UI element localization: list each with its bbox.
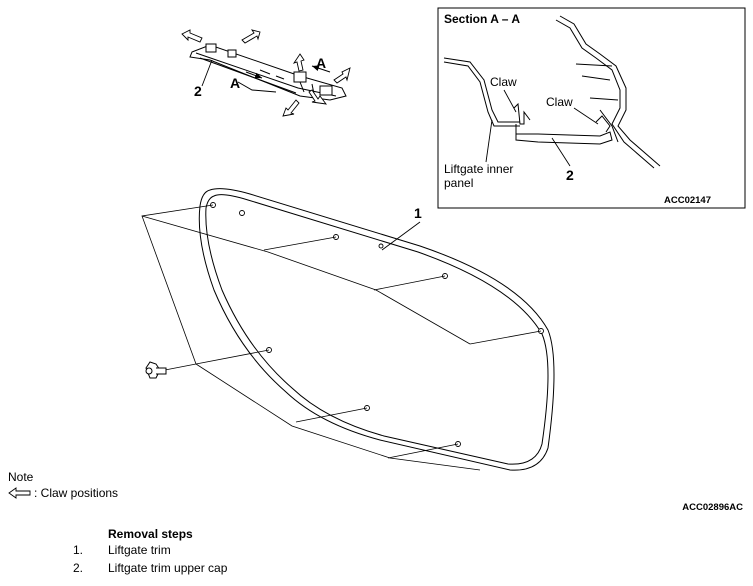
callout-item-2-top: 2 <box>194 83 202 99</box>
claw-leader-left <box>503 89 517 113</box>
removal-step-number: 2. <box>73 561 84 575</box>
callout-item-1: 1 <box>414 205 422 221</box>
inner-panel-label-line1: Liftgate inner <box>444 162 513 176</box>
liftgate-trim-illustration <box>198 188 555 471</box>
claw-arrow-icon <box>241 29 261 44</box>
inner-panel-leader <box>485 119 493 163</box>
leader-line-2-section <box>551 137 571 167</box>
claw-arrow-icon <box>282 99 300 117</box>
section-label-a-left: A <box>230 75 240 91</box>
claw-leader-right <box>573 107 599 125</box>
assembly-lines <box>141 204 542 471</box>
removal-step-label: Liftgate trim upper cap <box>108 561 228 575</box>
callout-item-2-section: 2 <box>566 167 574 183</box>
main-figure-code: ACC02896AC <box>682 502 743 513</box>
upper-cap-illustration <box>189 43 347 101</box>
section-label-a-right: A <box>316 55 326 71</box>
inner-panel-label-line2: panel <box>444 176 473 190</box>
removal-steps-title: Removal steps <box>108 527 193 541</box>
section-title: Section A – A <box>444 12 520 26</box>
claw-arrow-legend-icon <box>8 487 31 499</box>
claw-arrow-icon <box>308 89 328 105</box>
claw-label-left: Claw <box>490 75 517 89</box>
claw-legend: : Claw positions <box>8 486 118 500</box>
claw-legend-text: : Claw positions <box>34 486 119 500</box>
leader-line-1 <box>381 221 421 251</box>
clip-positions <box>210 202 544 447</box>
claw-arrow-icon <box>181 29 203 43</box>
leader-line-2-top <box>201 59 213 87</box>
section-cut-arrows <box>237 65 331 93</box>
removal-step-label: Liftgate trim <box>108 543 171 557</box>
claw-arrows-group <box>181 29 351 117</box>
claw-arrow-icon <box>333 67 351 84</box>
note-label: Note <box>8 470 34 484</box>
section-inset-frame <box>437 7 746 209</box>
removal-step-number: 1. <box>73 543 84 557</box>
clip-fastener-icon <box>145 361 167 379</box>
claw-arrow-icon <box>292 53 305 72</box>
section-figure-code: ACC02147 <box>664 195 711 206</box>
section-profile <box>443 15 661 169</box>
claw-label-right: Claw <box>546 95 573 109</box>
